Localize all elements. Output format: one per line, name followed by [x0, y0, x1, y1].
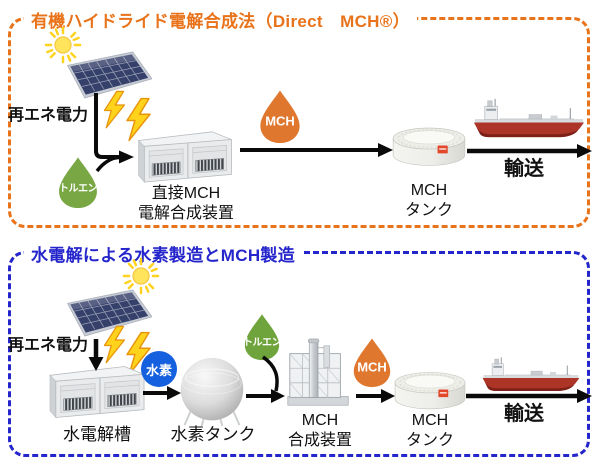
label-line: タンク — [405, 432, 454, 450]
transport-label: 輸送 — [504, 403, 544, 425]
renewable-power-label: 再エネ電力 — [8, 337, 89, 354]
water-electrolyzer-image — [48, 360, 146, 422]
label-line: タンク — [404, 202, 453, 220]
mch-droplet-label: MCH — [265, 113, 295, 129]
direct-mch-electrolyzer-label: 直接MCH 電解合成装置 — [122, 184, 250, 225]
bottom-section-title: 水電解による水素製造とMCH製造 — [24, 241, 303, 266]
toluene-droplet-label: トルエン — [59, 183, 98, 195]
mch-droplet: MCH — [257, 89, 303, 144]
hydrogen-tank-label: 水素タンク — [170, 425, 256, 444]
mch-synthesizer-label: MCH 合成装置 — [280, 411, 360, 452]
toluene-droplet: トルエン — [56, 156, 100, 209]
toluene-droplet-label: トルエン — [243, 337, 282, 349]
mch-tank-image — [390, 117, 468, 171]
label-line: 電解合成装置 — [137, 205, 234, 223]
transport-label: 輸送 — [504, 158, 544, 180]
mch-tank-label: MCH タンク — [390, 181, 468, 222]
top-section-title: 有機ハイドライド電解合成法（Direct MCH®） — [24, 7, 417, 32]
mch-droplet-label: MCH — [357, 359, 387, 375]
mch-synthesizer-image — [284, 338, 354, 414]
label-line: 直接MCH — [151, 185, 221, 202]
label-line: 合成装置 — [287, 432, 352, 450]
hydrogen-badge: 水素 — [141, 351, 177, 387]
label-line: MCH — [411, 412, 449, 429]
renewable-power-label: 再エネ電力 — [8, 107, 89, 124]
toluene-droplet: トルエン — [242, 313, 282, 361]
mch-tank-image — [392, 362, 468, 414]
tanker-ship-image — [474, 356, 588, 394]
mch-droplet: MCH — [351, 337, 393, 388]
tanker-ship-image — [472, 97, 586, 141]
mch-tank-label: MCH タンク — [392, 411, 468, 452]
hydrogen-sphere-tank-image — [176, 354, 248, 428]
direct-mch-electrolyzer-image — [134, 126, 236, 186]
label-line: MCH — [410, 182, 448, 199]
label-line: MCH — [301, 412, 339, 429]
water-electrolyzer-label: 水電解槽 — [63, 425, 131, 444]
